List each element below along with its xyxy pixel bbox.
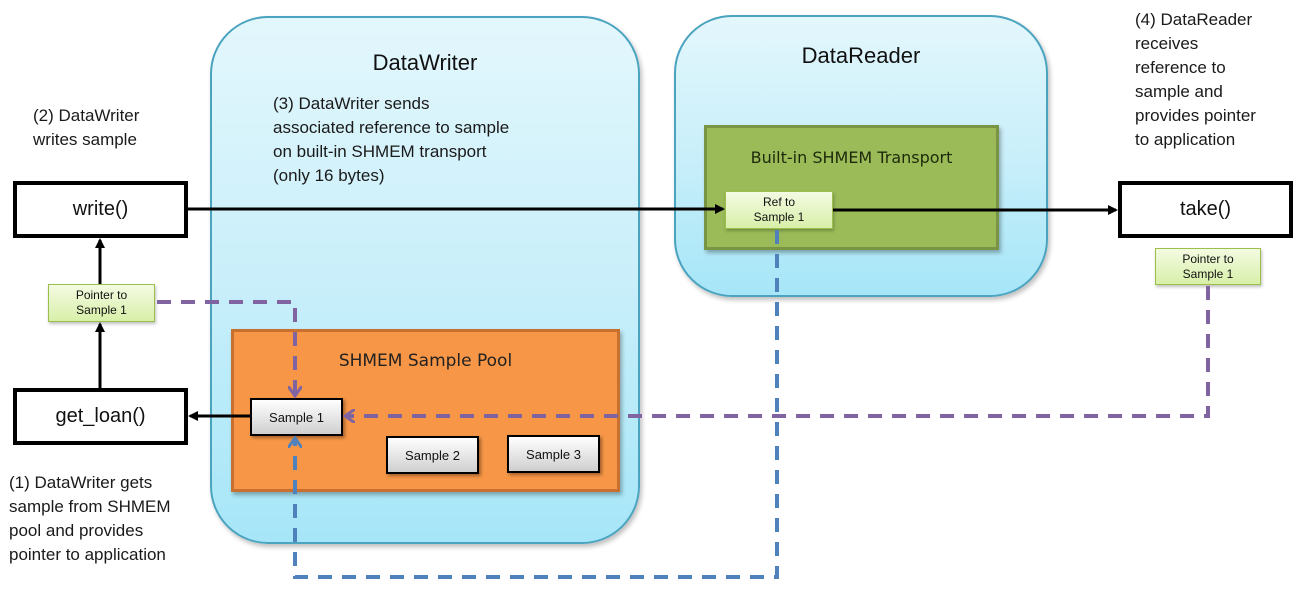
ref-line: Ref to [762, 195, 795, 209]
step3-line: (3) DataWriter sends [273, 94, 430, 113]
take-function-box: take() [1118, 181, 1293, 238]
get-loan-function-box: get_loan() [13, 388, 188, 445]
step1-line: pool and provides [9, 521, 144, 540]
step3-line: associated reference to sample [273, 118, 510, 137]
step2-line: writes sample [33, 130, 137, 149]
pool-title: SHMEM Sample Pool [338, 351, 513, 371]
reader-pointer-to-sample: Pointer to Sample 1 [1155, 248, 1261, 285]
ref-to-sample: Ref to Sample 1 [725, 191, 833, 229]
step1-line: pointer to application [9, 545, 166, 564]
step2-line: (2) DataWriter [33, 106, 140, 125]
step4-line: to application [1135, 130, 1236, 149]
step4-line: (4) DataReader [1135, 10, 1253, 29]
step3-line: on built-in SHMEM transport [273, 142, 487, 161]
step4-line: provides pointer [1135, 106, 1256, 125]
step2-note: (2) DataWriter writes sample [33, 104, 139, 152]
step3-note: (3) DataWriter sends associated referenc… [273, 92, 593, 188]
step1-line: sample from SHMEM [9, 497, 171, 516]
sample-1: Sample 1 [250, 398, 343, 436]
pointer-line: Pointer to [75, 288, 128, 302]
datawriter-title: DataWriter [372, 50, 478, 75]
writer-pointer-to-sample: Pointer to Sample 1 [48, 284, 155, 322]
write-function-box: write() [13, 181, 188, 238]
sample-3: Sample 3 [507, 435, 600, 473]
sample-2: Sample 2 [386, 436, 479, 474]
step1-line: (1) DataWriter gets [9, 473, 153, 492]
shmem-transport: Built-in SHMEM Transport [704, 125, 999, 250]
step4-line: sample and [1135, 82, 1223, 101]
pointer-line: Pointer to [1182, 251, 1234, 266]
step4-note: (4) DataReader receives reference to sam… [1135, 8, 1256, 152]
step3-line: (only 16 bytes) [273, 166, 385, 185]
step4-line: reference to [1135, 58, 1226, 77]
transport-title: Built-in SHMEM Transport [750, 148, 953, 167]
step4-line: receives [1135, 34, 1199, 53]
ref-line: Sample 1 [753, 210, 805, 224]
step1-note: (1) DataWriter gets sample from SHMEM po… [9, 471, 171, 567]
pointer-line: Sample 1 [76, 303, 127, 317]
datareader-title: DataReader [801, 43, 921, 68]
pointer-line: Sample 1 [1182, 266, 1234, 281]
